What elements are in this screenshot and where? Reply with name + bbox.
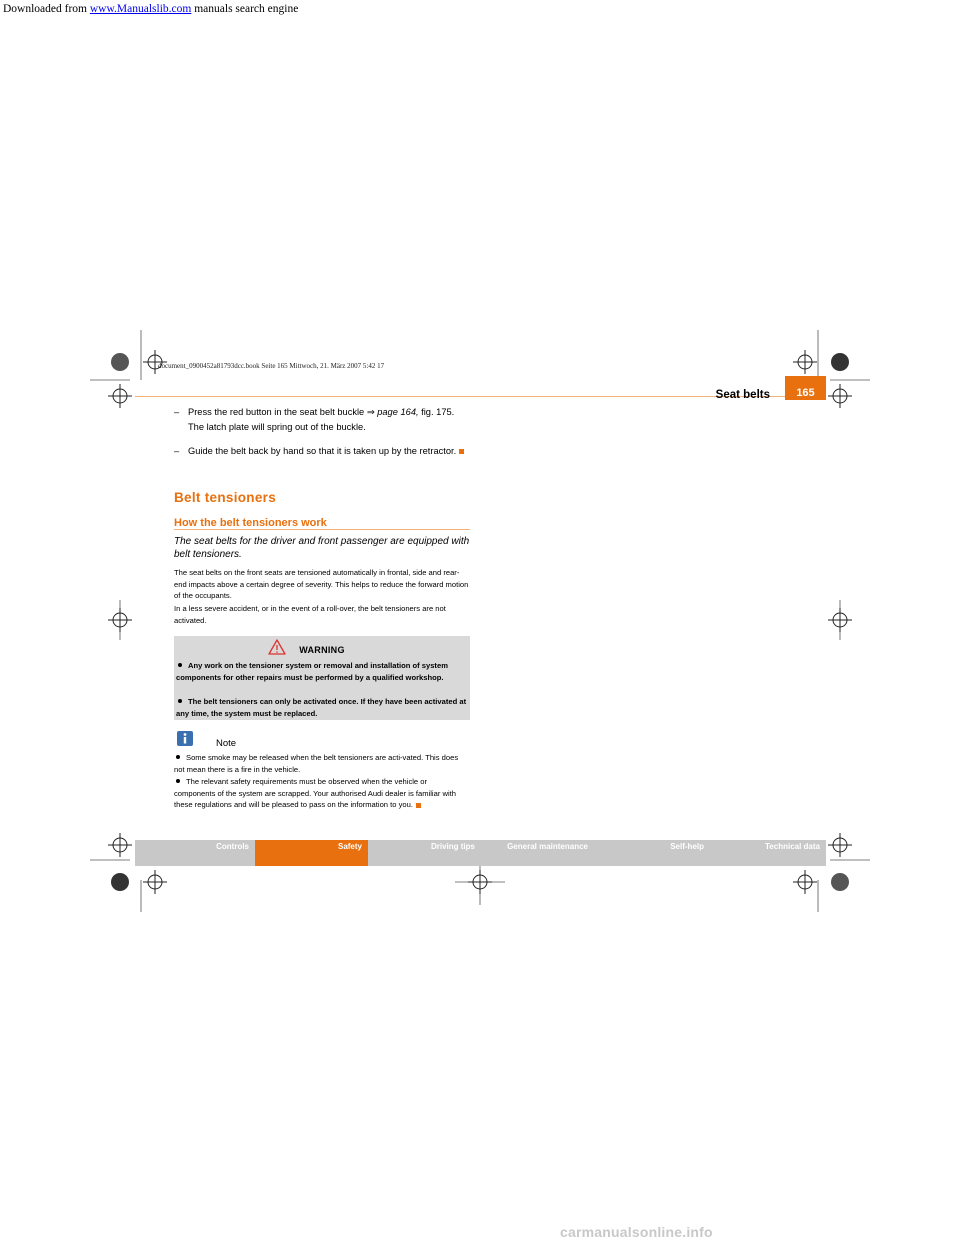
page-reference[interactable]: page 164, (374, 407, 419, 417)
warning-item-text: Any work on the tensioner system or remo… (176, 661, 448, 682)
bullet-icon (176, 779, 180, 783)
download-banner: Downloaded from www.Manualslib.com manua… (3, 3, 298, 15)
nav-tab-driving-tips[interactable]: Driving tips (368, 840, 481, 866)
intro-text: The seat belts for the driver and front … (174, 536, 470, 560)
header-title: Seat belts (715, 389, 770, 401)
banner-suffix: manuals search engine (191, 3, 299, 15)
step-2: – Guide the belt back by hand so that it… (174, 444, 472, 459)
note-item: The relevant safety requirements must be… (174, 776, 470, 811)
body-paragraph-2: In a less severe accident, or in the eve… (174, 604, 446, 625)
note-label: Note (216, 738, 237, 749)
nav-tab-technical-data[interactable]: Technical data (710, 840, 826, 866)
subsection-heading: How the belt tensioners work (174, 517, 327, 529)
warning-title: WARNING (299, 645, 345, 655)
step-text-part: Guide the belt back by hand so that it i… (188, 446, 457, 456)
step-text-part: fig. 175. The latch plate will spring ou… (188, 407, 455, 432)
note-item-text: The relevant safety requirements must be… (174, 777, 456, 809)
warning-item-text: The belt tensioners can only be activate… (176, 697, 467, 718)
document-id: document_0900452a81793dcc.book Seite 165… (158, 362, 385, 370)
nav-tab-self-help[interactable]: Self-help (594, 840, 710, 866)
warning-box: WARNING Any work on the tensioner system… (174, 636, 470, 720)
bullet-icon (178, 699, 182, 703)
nav-tab-controls[interactable]: Controls (135, 840, 255, 866)
note-item: Some smoke may be released when the belt… (174, 752, 470, 775)
watermark: carmanualsonline.info (560, 1224, 713, 1240)
step-1: – Press the red button in the seat belt … (174, 405, 472, 435)
note-item-text: Some smoke may be released when the belt… (174, 753, 459, 774)
bullet-icon (178, 663, 182, 667)
warning-item: Any work on the tensioner system or remo… (176, 660, 468, 683)
header-rule (135, 396, 785, 397)
step-dash: – (174, 407, 180, 417)
nav-tab-safety[interactable]: Safety (255, 840, 368, 866)
warning-triangle-icon (268, 639, 286, 655)
end-mark-icon (415, 802, 421, 808)
end-mark-icon (459, 449, 465, 455)
step-dash: – (174, 446, 180, 456)
step-text: Press the red button in the seat belt bu… (174, 405, 472, 435)
page-number: 165 (785, 376, 826, 400)
manualslib-link[interactable]: www.Manualslib.com (89, 3, 192, 15)
chapter-nav: Controls Safety Driving tips General mai… (135, 840, 826, 866)
info-icon (177, 731, 193, 746)
banner-prefix: Downloaded from (3, 3, 90, 15)
section-heading: Belt tensioners (174, 490, 277, 505)
step-text-part: Press the red button in the seat belt bu… (188, 407, 367, 417)
step-text: Guide the belt back by hand so that it i… (174, 444, 472, 459)
arrow-right-icon: ⇒ (366, 407, 375, 417)
body-paragraph-1: The seat belts on the front seats are te… (174, 568, 469, 600)
bullet-icon (176, 755, 180, 759)
warning-item: The belt tensioners can only be activate… (176, 696, 468, 719)
nav-tab-general-maintenance[interactable]: General maintenance (481, 840, 594, 866)
subsection-rule (174, 529, 470, 530)
